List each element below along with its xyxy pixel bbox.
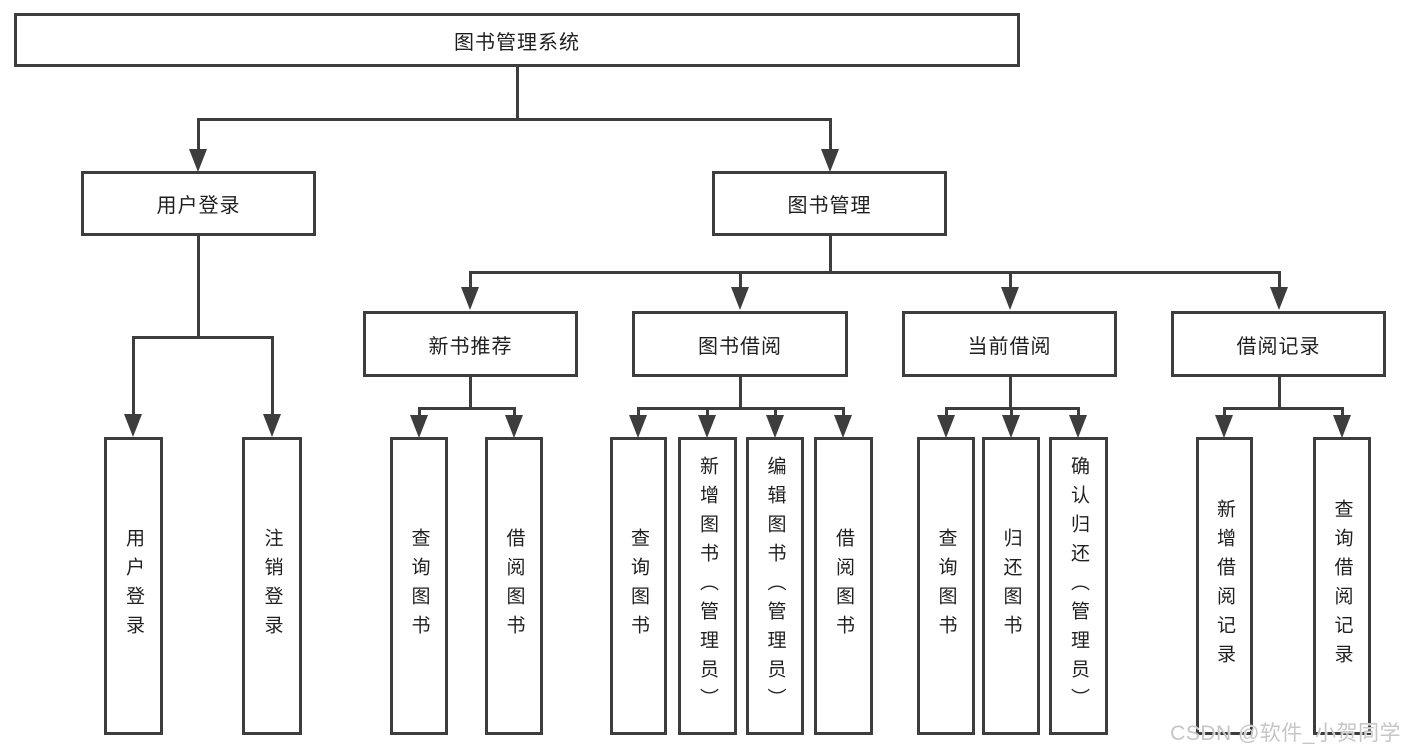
connector-line: [774, 407, 777, 416]
leaf-current-return-book: 归还图书: [982, 437, 1040, 735]
connector-line: [197, 118, 200, 151]
leaf-user-login: 用户登录: [104, 437, 163, 735]
arrowhead-icon: [124, 414, 142, 437]
connector-line: [469, 271, 472, 288]
arrowhead-icon: [1215, 415, 1233, 438]
leaf-records-add-record-label: 新增借阅记录: [1214, 499, 1235, 673]
leaf-recommend-borrow-book: 借阅图书: [485, 437, 543, 735]
leaf-borrow-edit-book-admin: 编辑图书（管理员）: [746, 437, 804, 735]
connector-line: [739, 271, 742, 288]
connector-line: [132, 336, 135, 415]
connector-line: [739, 377, 742, 409]
arrowhead-icon: [766, 415, 784, 438]
arrowhead-icon: [1001, 287, 1019, 310]
leaf-borrow-query-book-label: 查询图书: [628, 528, 649, 644]
connector-line: [197, 118, 832, 121]
node-book-management-label: 图书管理: [787, 195, 872, 217]
node-new-book-recommend-label: 新书推荐: [428, 335, 513, 358]
connector-line: [197, 236, 200, 338]
node-borrow-records: 借阅记录: [1171, 311, 1386, 377]
arrowhead-icon: [505, 415, 523, 438]
connector-line: [469, 271, 1281, 274]
arrowhead-icon: [1069, 415, 1087, 438]
node-borrow-records-label: 借阅记录: [1236, 335, 1321, 358]
connector-line: [829, 118, 832, 151]
connector-line: [706, 407, 709, 416]
connector-line: [637, 407, 640, 416]
connector-line: [1077, 407, 1080, 416]
leaf-user-login-label: 用户登录: [123, 528, 144, 644]
connector-line: [418, 407, 421, 416]
connector-line: [469, 377, 472, 409]
connector-line: [1010, 407, 1013, 416]
connector-line: [513, 407, 516, 416]
connector-line: [945, 407, 1080, 410]
connector-line: [271, 336, 274, 415]
arrowhead-icon: [698, 415, 716, 438]
node-user-login-label: 用户登录: [156, 195, 241, 217]
node-new-book-recommend: 新书推荐: [363, 311, 578, 377]
arrowhead-icon: [263, 414, 281, 437]
connector-line: [1009, 271, 1012, 288]
arrowhead-icon: [834, 415, 852, 438]
arrowhead-icon: [731, 287, 749, 310]
leaf-recommend-query-book-label: 查询图书: [408, 528, 430, 644]
leaf-current-query-book-label: 查询图书: [935, 528, 957, 644]
connector-line: [945, 407, 948, 416]
leaf-current-return-book-label: 归还图书: [1000, 528, 1022, 644]
leaf-records-query-record-label: 查询借阅记录: [1331, 499, 1353, 673]
node-book-management: 图书管理: [712, 171, 947, 236]
node-current-borrow-label: 当前借阅: [967, 335, 1052, 358]
node-user-login: 用户登录: [81, 171, 316, 236]
leaf-current-confirm-return-admin-label: 确认归还（管理员）: [1068, 455, 1089, 717]
leaf-logout-label: 注销登录: [261, 528, 283, 644]
node-book-borrow-label: 图书借阅: [698, 335, 782, 358]
node-book-borrow: 图书借阅: [632, 311, 848, 377]
arrowhead-icon: [410, 415, 428, 438]
leaf-borrow-query-book: 查询图书: [610, 437, 667, 735]
watermark: CSDN @软件_小贺同学: [1170, 722, 1401, 745]
leaf-borrow-edit-book-admin-label: 编辑图书（管理员）: [764, 455, 786, 717]
connector-line: [516, 67, 519, 120]
arrowhead-icon: [1333, 415, 1351, 438]
connector-line: [842, 407, 845, 416]
arrowhead-icon: [937, 415, 955, 438]
leaf-current-confirm-return-admin: 确认归还（管理员）: [1049, 437, 1108, 735]
leaf-borrow-add-book-admin-label: 新增图书（管理员）: [697, 455, 718, 717]
connector-line: [1223, 407, 1344, 410]
node-root-label: 图书管理系统: [454, 31, 580, 54]
connector-line: [132, 336, 274, 339]
node-root: 图书管理系统: [14, 13, 1020, 67]
node-current-borrow: 当前借阅: [902, 311, 1117, 377]
connector-line: [1223, 407, 1226, 416]
connector-line: [637, 407, 845, 410]
arrowhead-icon: [461, 287, 479, 310]
leaf-current-query-book: 查询图书: [917, 437, 975, 735]
connector-line: [829, 236, 832, 273]
leaf-borrow-borrow-book-label: 借阅图书: [833, 528, 854, 644]
leaf-borrow-borrow-book: 借阅图书: [814, 437, 873, 735]
arrowhead-icon: [821, 149, 839, 172]
connector-line: [418, 407, 516, 410]
arrowhead-icon: [1270, 287, 1288, 310]
connector-line: [1278, 271, 1281, 288]
leaf-logout: 注销登录: [242, 437, 302, 735]
leaf-records-query-record: 查询借阅记录: [1313, 437, 1371, 735]
leaf-recommend-borrow-book-label: 借阅图书: [503, 528, 525, 644]
arrowhead-icon: [629, 415, 647, 438]
connector-line: [1341, 407, 1344, 416]
leaf-records-add-record: 新增借阅记录: [1196, 437, 1253, 735]
leaf-borrow-add-book-admin: 新增图书（管理员）: [678, 437, 737, 735]
leaf-recommend-query-book: 查询图书: [390, 437, 448, 735]
connector-line: [1009, 377, 1012, 409]
connector-line: [1278, 377, 1281, 409]
arrowhead-icon: [1002, 415, 1020, 438]
arrowhead-icon: [189, 149, 207, 172]
